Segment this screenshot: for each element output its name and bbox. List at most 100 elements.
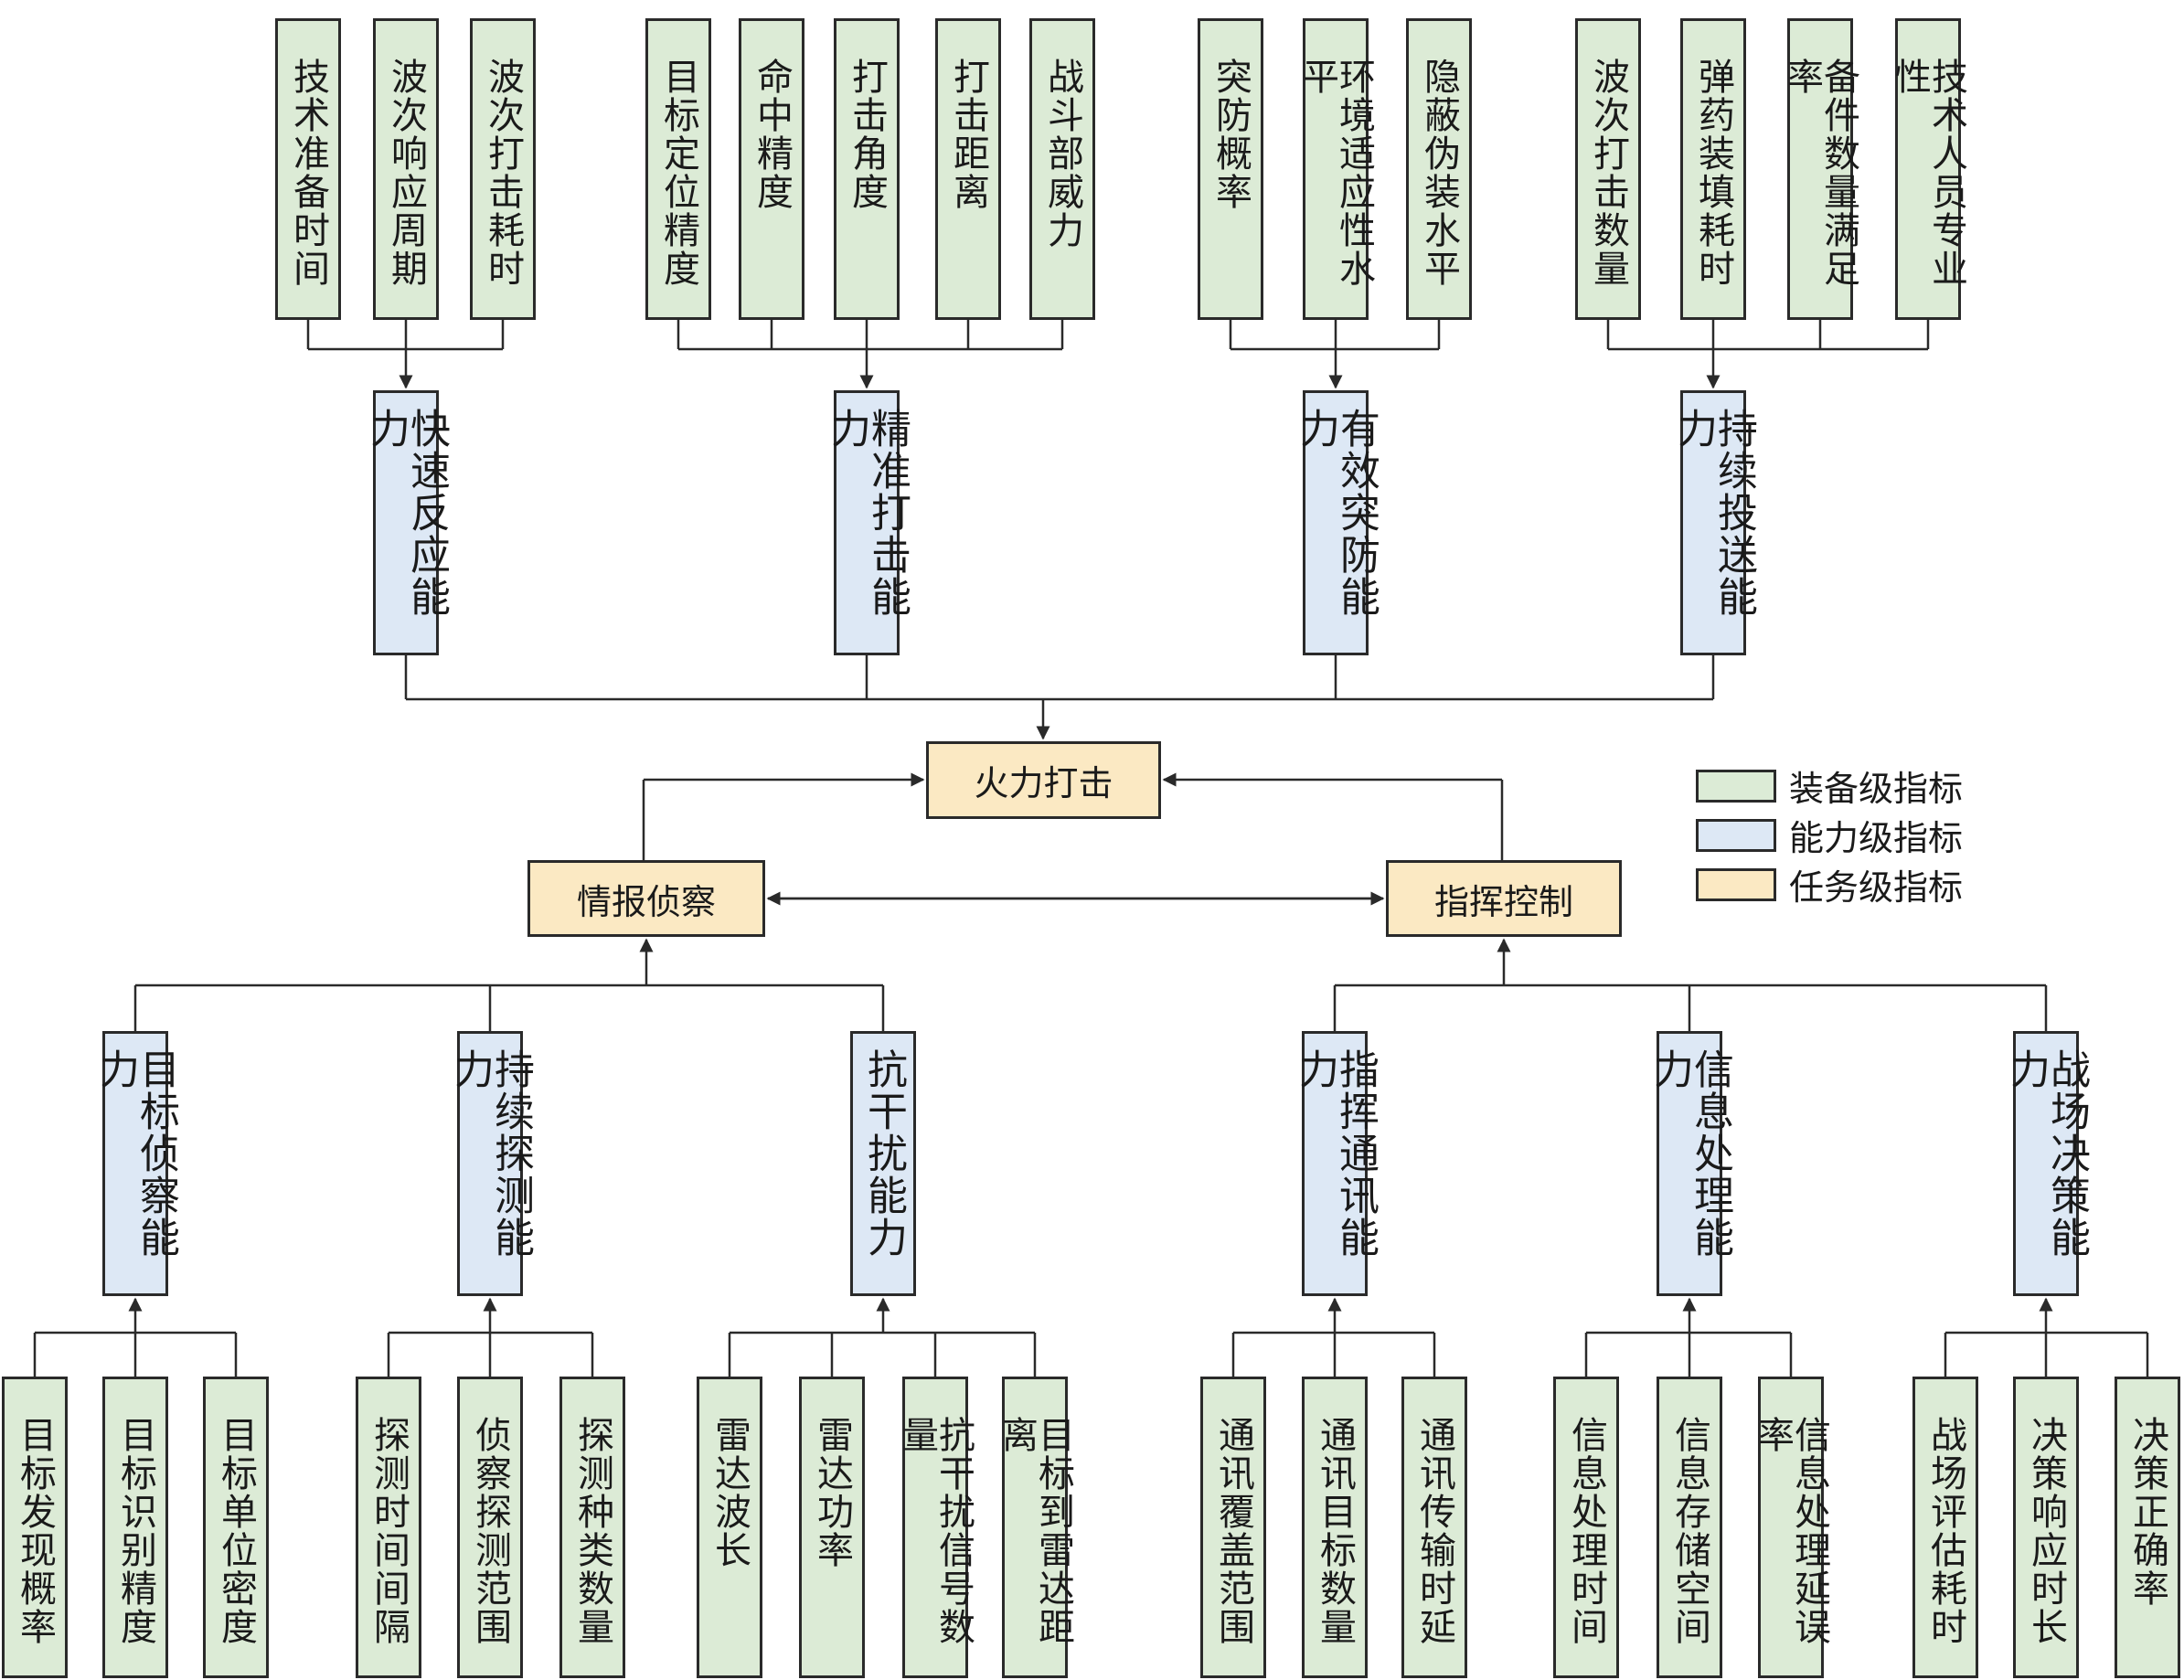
intel-item-1-2: 目标识别精度 (102, 1377, 168, 1678)
intel-item-1-1-label: 目标发现概率 (14, 1416, 56, 1646)
intel-item-3-1-label: 雷达波长 (708, 1416, 751, 1569)
command-item-3-3-label: 决策正确率 (2126, 1416, 2168, 1608)
legend-label-equipment: 装备级指标 (1789, 769, 1964, 809)
command-item-2-3-label: 信息处理延误率 (1752, 1416, 1830, 1646)
strike-item-3-3: 隐蔽伪装水平 (1406, 18, 1472, 320)
intel-item-3-4: 目标到雷达距离 (996, 1377, 1074, 1678)
strike-item-2-5-label: 战斗部威力 (1041, 58, 1083, 250)
intel-item-3-4-label: 目标到雷达距离 (996, 1416, 1074, 1646)
strike-capability-2: 精准打击能力 (824, 390, 911, 655)
strike-item-4-4: 技术人员专业性 (1889, 18, 1967, 320)
command-item-1-2: 通讯目标数量 (1302, 1377, 1368, 1678)
command-item-3-2-label: 决策响应时长 (2025, 1416, 2067, 1646)
strike-item-3-1: 突防概率 (1198, 18, 1263, 320)
legend-label-capability: 能力级指标 (1789, 818, 1964, 858)
strike-item-4-3-label: 备件数量满足率 (1781, 58, 1859, 288)
strike-item-1-3-label: 波次打击耗时 (482, 58, 524, 288)
intel-item-3-1: 雷达波长 (697, 1377, 762, 1678)
intel-capability-2-label: 持续探测能力 (447, 1048, 534, 1259)
strike-item-4-1: 波次打击数量 (1575, 18, 1641, 320)
legend-mission: 任务级指标 (1696, 859, 1963, 909)
strike-item-2-1-label: 目标定位精度 (657, 58, 699, 288)
command-item-1-1-label: 通讯覆盖范围 (1212, 1416, 1254, 1646)
intel-item-1-3: 目标单位密度 (203, 1377, 269, 1678)
command-item-2-3: 信息处理延误率 (1752, 1377, 1830, 1678)
legend-capability: 能力级指标 (1696, 810, 1963, 860)
strike-item-2-4: 打击距离 (935, 18, 1001, 320)
command-item-3-1-label: 战场评估耗时 (1924, 1416, 1966, 1646)
intel-capability-1-label: 目标侦察能力 (92, 1048, 179, 1259)
mission-intel: 情报侦察 (527, 860, 765, 937)
legend-swatch-equipment (1696, 769, 1776, 803)
strike-item-2-1: 目标定位精度 (645, 18, 711, 320)
intel-item-3-3: 抗干扰信号数量 (896, 1377, 975, 1678)
strike-item-1-3: 波次打击耗时 (470, 18, 536, 320)
command-capability-3: 战场决策能力 (2003, 1031, 2090, 1296)
command-capability-2: 信息处理能力 (1646, 1031, 1733, 1296)
strike-capability-2-label: 精准打击能力 (824, 408, 911, 618)
command-capability-2-label: 信息处理能力 (1646, 1048, 1733, 1259)
strike-item-3-1-label: 突防概率 (1209, 58, 1252, 211)
strike-item-3-2: 环境适应性水平 (1296, 18, 1375, 320)
strike-item-2-5: 战斗部威力 (1029, 18, 1095, 320)
command-item-2-2-label: 信息存储空间 (1668, 1416, 1710, 1646)
command-item-2-1-label: 信息处理时间 (1565, 1416, 1607, 1646)
legend-label-mission: 任务级指标 (1789, 867, 1964, 908)
strike-item-2-2-label: 命中精度 (751, 58, 793, 211)
strike-item-2-4-label: 打击距离 (947, 58, 989, 211)
strike-item-4-3: 备件数量满足率 (1781, 18, 1859, 320)
command-capability-3-label: 战场决策能力 (2003, 1048, 2090, 1259)
strike-capability-3: 有效突防能力 (1293, 390, 1380, 655)
strike-item-1-1-label: 技术准备时间 (287, 58, 329, 288)
legend-equipment: 装备级指标 (1696, 760, 1963, 811)
strike-item-4-4-label: 技术人员专业性 (1889, 58, 1967, 288)
strike-item-3-2-label: 环境适应性水平 (1296, 58, 1375, 288)
command-capability-1-label: 指挥通讯能力 (1292, 1048, 1379, 1259)
intel-capability-3: 抗干扰能力 (850, 1031, 916, 1296)
strike-item-4-2-label: 弹药装填耗时 (1692, 58, 1734, 288)
intel-item-1-3-label: 目标单位密度 (215, 1416, 257, 1646)
intel-item-2-3-label: 探测种类数量 (571, 1416, 613, 1646)
command-item-1-3: 通讯传输时延 (1401, 1377, 1467, 1678)
intel-item-1-2-label: 目标识别精度 (114, 1416, 156, 1646)
command-capability-1: 指挥通讯能力 (1292, 1031, 1379, 1296)
strike-capability-1: 快速反应能力 (363, 390, 450, 655)
strike-item-2-3-label: 打击角度 (846, 58, 888, 211)
mission-firepower: 火力打击 (926, 741, 1161, 819)
command-item-3-1: 战场评估耗时 (1912, 1377, 1978, 1678)
legend-swatch-capability (1696, 818, 1776, 852)
strike-capability-1-label: 快速反应能力 (363, 408, 450, 618)
command-item-1-3-label: 通讯传输时延 (1413, 1416, 1455, 1646)
strike-item-3-3-label: 隐蔽伪装水平 (1418, 58, 1460, 288)
command-item-3-3: 决策正确率 (2115, 1377, 2180, 1678)
intel-item-2-1-label: 探测时间间隔 (368, 1416, 410, 1646)
strike-item-1-2: 波次响应周期 (373, 18, 439, 320)
intel-item-2-1: 探测时间间隔 (356, 1377, 421, 1678)
intel-item-2-3: 探测种类数量 (559, 1377, 625, 1678)
strike-capability-4-label: 持续投送能力 (1670, 408, 1757, 618)
strike-capability-3-label: 有效突防能力 (1293, 408, 1380, 618)
intel-capability-1: 目标侦察能力 (92, 1031, 179, 1296)
mission-command: 指挥控制 (1386, 860, 1622, 937)
intel-item-1-1: 目标发现概率 (2, 1377, 68, 1678)
strike-item-2-3: 打击角度 (834, 18, 900, 320)
intel-item-2-2-label: 侦察探测范围 (469, 1416, 511, 1646)
command-item-1-2-label: 通讯目标数量 (1314, 1416, 1356, 1646)
intel-capability-2: 持续探测能力 (447, 1031, 534, 1296)
strike-capability-4: 持续投送能力 (1670, 390, 1757, 655)
command-item-1-1: 通讯覆盖范围 (1200, 1377, 1266, 1678)
intel-item-3-2: 雷达功率 (799, 1377, 865, 1678)
strike-item-4-2: 弹药装填耗时 (1680, 18, 1746, 320)
legend-swatch-mission (1696, 867, 1776, 901)
strike-item-2-2: 命中精度 (739, 18, 804, 320)
command-item-2-1: 信息处理时间 (1553, 1377, 1619, 1678)
command-item-3-2: 决策响应时长 (2013, 1377, 2079, 1678)
strike-item-1-2-label: 波次响应周期 (385, 58, 427, 288)
intel-item-3-2-label: 雷达功率 (811, 1416, 853, 1569)
command-item-2-2: 信息存储空间 (1657, 1377, 1722, 1678)
intel-capability-3-label: 抗干扰能力 (860, 1048, 907, 1259)
intel-item-2-2: 侦察探测范围 (457, 1377, 523, 1678)
intel-item-3-3-label: 抗干扰信号数量 (896, 1416, 975, 1646)
strike-item-1-1: 技术准备时间 (275, 18, 341, 320)
